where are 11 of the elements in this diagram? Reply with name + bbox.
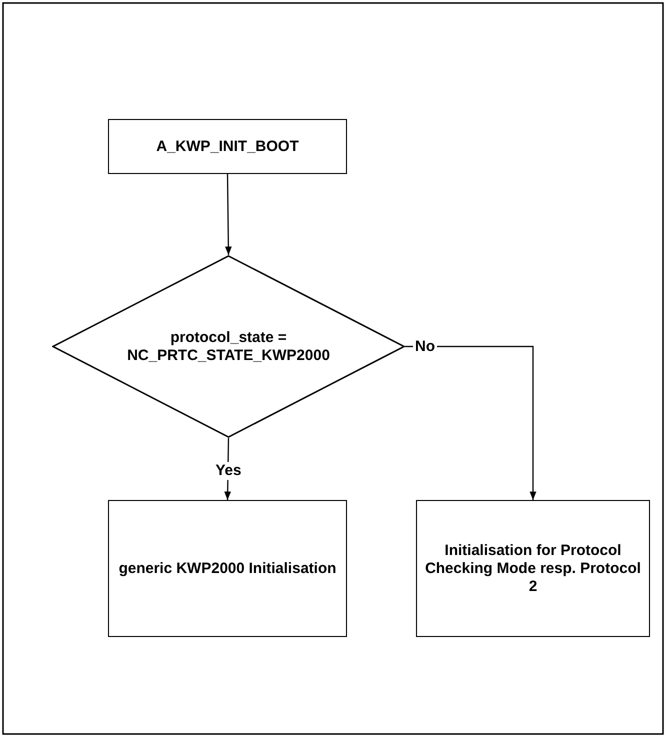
process-box — [108, 500, 347, 637]
node-text: A_KWP_INIT_BOOT — [155, 138, 300, 156]
process-box — [416, 500, 650, 637]
decision-diamond — [52, 255, 405, 438]
node-text: Initialisation for Protocol Checking Mode resp. Protocol 2 — [424, 542, 642, 596]
arrow — [405, 346, 536, 500]
edge-label: Yes — [214, 462, 244, 480]
node-text: protocol_state = NC_PRTC_STATE_KWP2000 — [126, 328, 331, 364]
node-text: generic KWP2000 Initialisation — [118, 560, 338, 578]
arrow — [225, 174, 232, 255]
process-box — [108, 119, 347, 174]
